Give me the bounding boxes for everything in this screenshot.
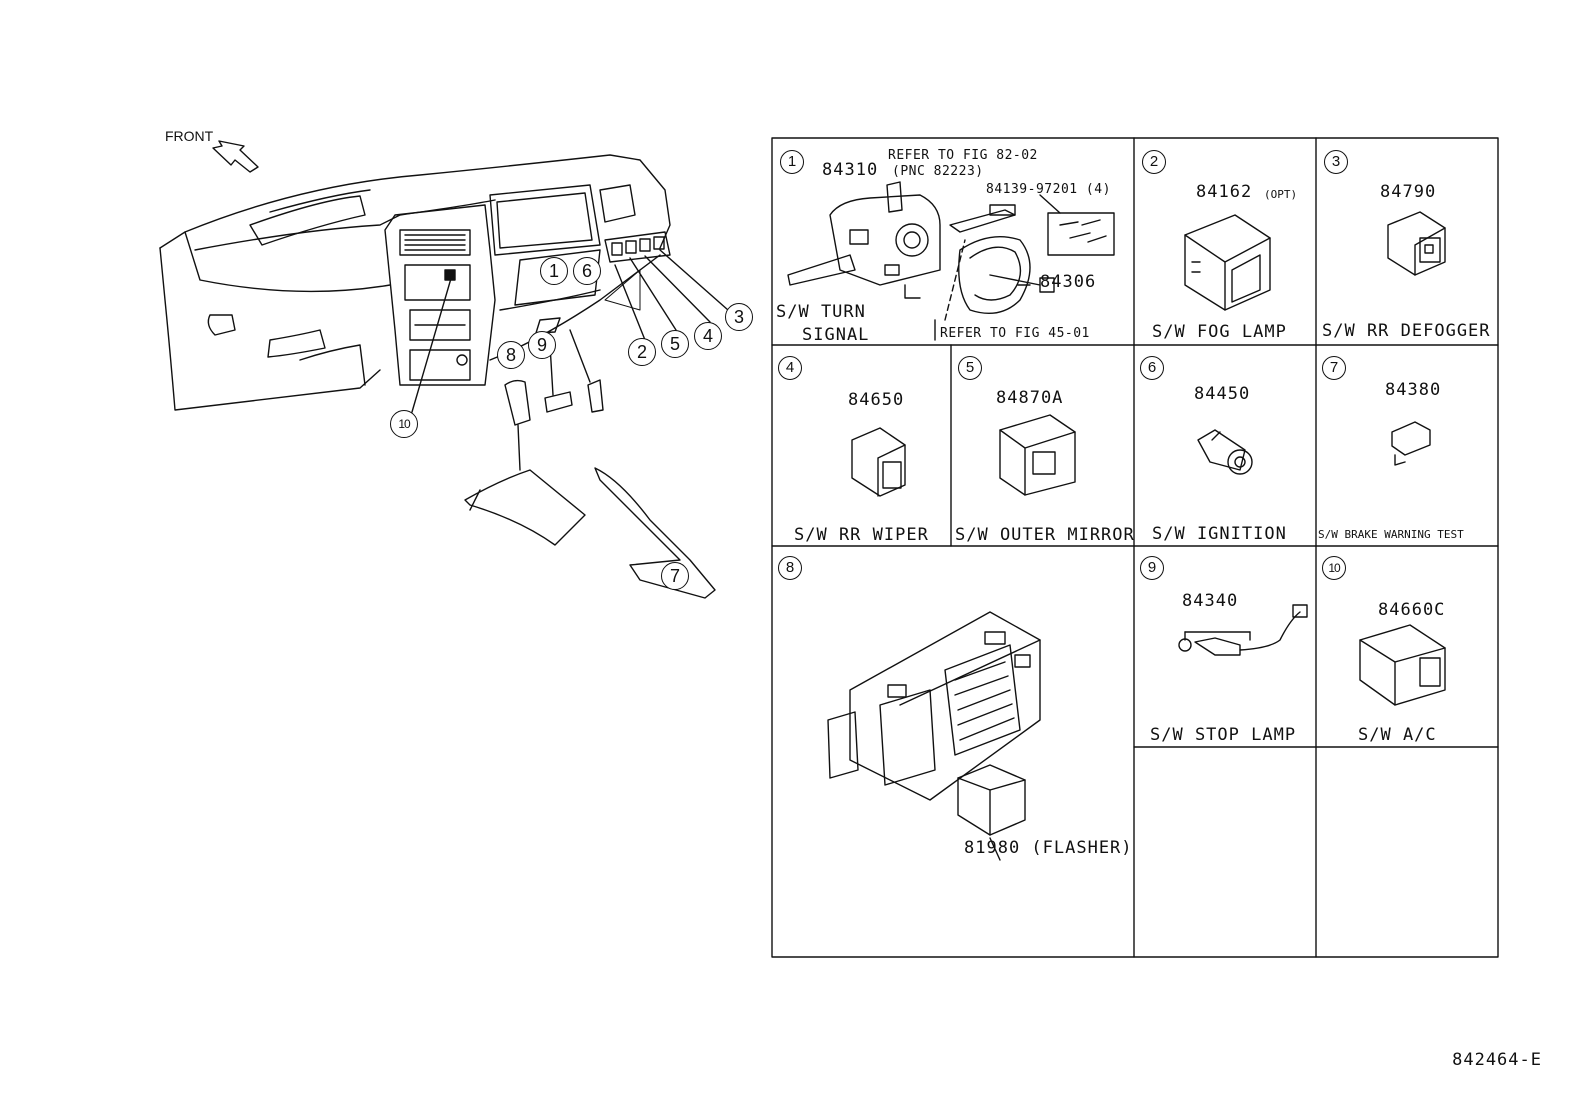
panel-9-name: S/W STOP LAMP [1150, 725, 1297, 745]
panel-number-2: 2 [1142, 150, 1166, 174]
panel-1-name-line1: S/W TURN [776, 302, 866, 322]
outer-mirror-switch-drawing [999, 414, 1076, 496]
note-refer-fig-45-01: REFER TO FIG 45-01 [940, 326, 1090, 341]
note-pnc-82223: (PNC 82223) [892, 164, 984, 179]
part-number-84380: 84380 [1385, 380, 1442, 400]
panel-3-name: S/W RR DEFOGGER [1322, 321, 1491, 341]
panel-4-name: S/W RR WIPER [794, 525, 929, 545]
turn-signal-switch-drawing [787, 181, 1115, 341]
part-number-84306: 84306 [1040, 272, 1097, 292]
part-number-84870A: 84870A [996, 388, 1064, 408]
panel-number-6: 6 [1140, 356, 1164, 380]
parts-grid [771, 137, 1499, 958]
panel-number-3: 3 [1324, 150, 1348, 174]
rr-wiper-switch-drawing [851, 427, 906, 497]
optional-marker: (OPT) [1264, 188, 1298, 201]
part-number-84660C: 84660C [1378, 600, 1446, 620]
overview-callout-4: 4 [694, 322, 722, 350]
part-number-81980-flasher: 81980 (FLASHER) [964, 838, 1133, 858]
dashboard-drawing [159, 154, 716, 599]
part-number-84790: 84790 [1380, 182, 1437, 202]
fog-lamp-switch-drawing [1184, 214, 1271, 311]
overview-callout-9: 9 [528, 331, 556, 359]
overview-leader-lines [411, 249, 729, 413]
panel-number-9: 9 [1140, 556, 1164, 580]
overview-callout-10: 10 [390, 410, 418, 438]
front-label: FRONT [165, 128, 214, 144]
overview-callout-1: 1 [540, 257, 568, 285]
junction-block-drawing [827, 611, 1041, 861]
part-number-84650: 84650 [848, 390, 905, 410]
panel-number-1: 1 [780, 150, 804, 174]
front-arrow-icon [212, 140, 259, 173]
overview-callout-5: 5 [661, 330, 689, 358]
panel-number-4: 4 [778, 356, 802, 380]
panel-number-5: 5 [958, 356, 982, 380]
part-number-84139-97201: 84139-97201 (4) [986, 182, 1111, 197]
ignition-switch-drawing [1197, 429, 1253, 475]
panel-number-10: 10 [1322, 556, 1346, 580]
overview-callout-8: 8 [497, 341, 525, 369]
panel-number-7: 7 [1322, 356, 1346, 380]
overview-callout-7: 7 [661, 562, 689, 590]
part-number-84162: 84162 [1196, 182, 1253, 202]
brake-warning-test-switch-drawing [1391, 421, 1431, 466]
overview-callout-2: 2 [628, 338, 656, 366]
panel-1-name-line2: SIGNAL [802, 325, 870, 345]
diagram-code: 842464-E [1452, 1050, 1542, 1070]
panel-10-name: S/W A/C [1358, 725, 1437, 745]
note-refer-fig-82-02: REFER TO FIG 82-02 [888, 148, 1038, 163]
panel-6-name: S/W IGNITION [1152, 524, 1287, 544]
overview-callout-6: 6 [573, 257, 601, 285]
panel-number-8: 8 [778, 556, 802, 580]
panel-2-name: S/W FOG LAMP [1152, 322, 1287, 342]
overview-callout-3: 3 [725, 303, 753, 331]
ac-switch-drawing [1359, 624, 1446, 706]
part-number-84450: 84450 [1194, 384, 1251, 404]
part-number-84340: 84340 [1182, 591, 1239, 611]
panel-7-name: S/W BRAKE WARNING TEST [1318, 528, 1464, 541]
rr-defogger-switch-drawing [1387, 211, 1446, 276]
part-number-84310: 84310 [822, 160, 879, 180]
stop-lamp-switch-drawing [1178, 604, 1308, 656]
panel-5-name: S/W OUTER MIRROR [955, 525, 1135, 545]
